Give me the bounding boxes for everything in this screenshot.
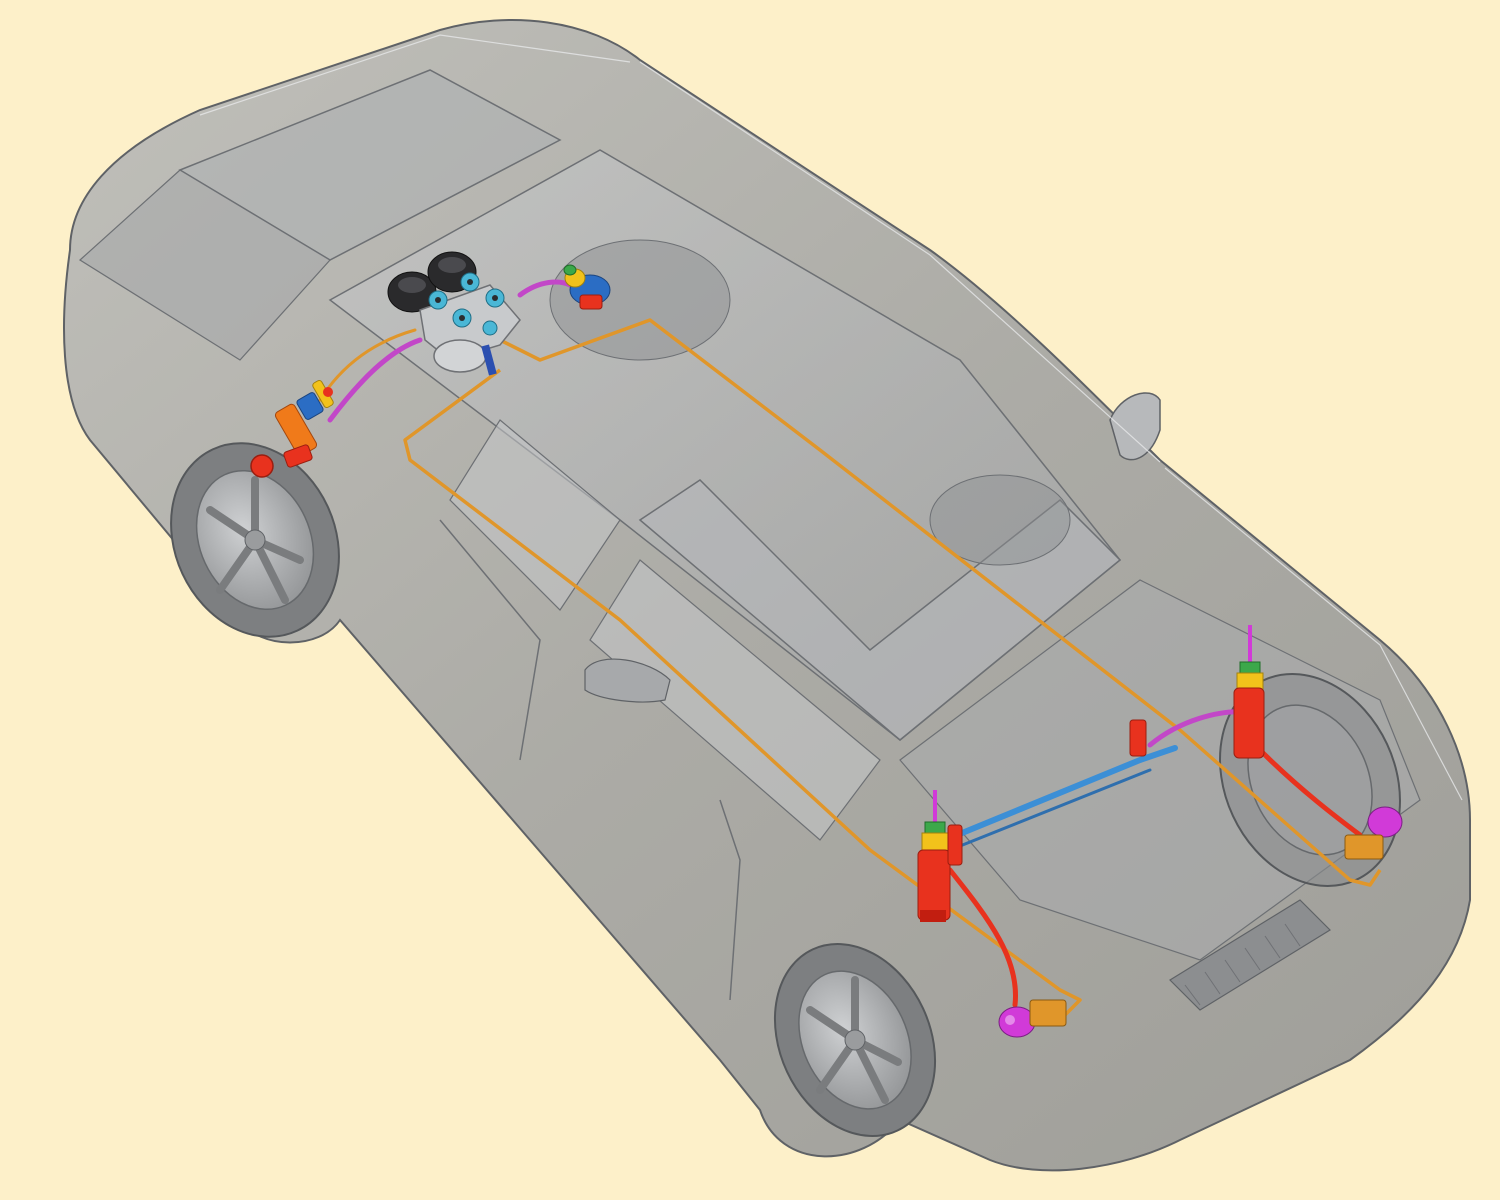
pressure-accumulator	[563, 264, 611, 310]
air-line-left	[403, 368, 1082, 1022]
grille-slats	[1184, 923, 1301, 1006]
front-stabilizer-bar-inner	[943, 768, 1152, 854]
rear-hose	[327, 337, 423, 423]
air-line-loop	[403, 318, 1382, 1022]
air-line-right	[499, 318, 1382, 887]
front-right-hose-red	[1257, 747, 1363, 838]
body-highlight-lines	[199, 34, 1463, 801]
windshield	[638, 479, 1122, 741]
front-seat	[929, 474, 1071, 566]
front-left-brake-unit	[998, 999, 1067, 1038]
front-left-hose-red	[947, 867, 1019, 1008]
compressor	[433, 339, 487, 373]
rear-left-wheel	[170, 442, 340, 638]
valve-block-assembly	[387, 251, 521, 376]
front-right-brake-unit	[1344, 806, 1403, 860]
rear-seat	[549, 239, 731, 361]
front-stabilizer-bar	[942, 745, 1178, 843]
front-left-strut	[917, 790, 963, 922]
front-right-strut	[1129, 625, 1265, 759]
front-left-wheel	[773, 942, 937, 1138]
side-mirror	[1109, 392, 1161, 461]
trunk-lid	[79, 169, 331, 361]
side-window-front	[589, 559, 881, 841]
side-window-rear	[449, 419, 621, 611]
rear-left-strut	[250, 379, 334, 478]
door-seam	[439, 519, 541, 761]
door-handle	[584, 658, 671, 703]
door-seam	[719, 799, 741, 1001]
